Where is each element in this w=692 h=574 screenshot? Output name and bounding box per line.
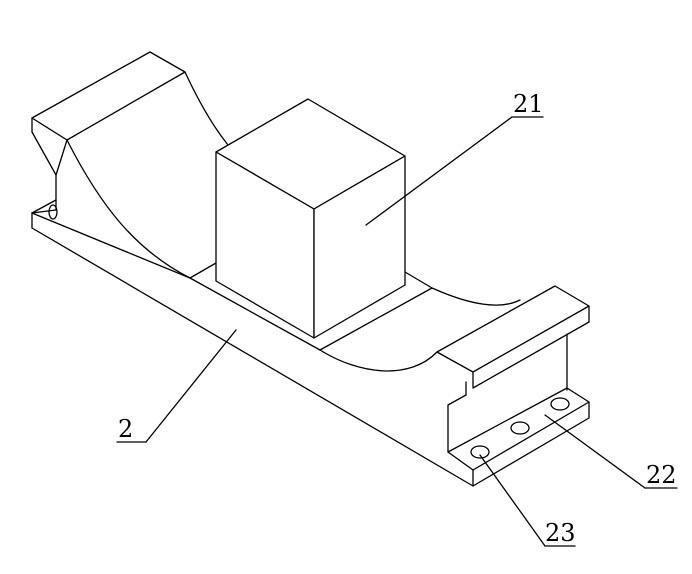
- label-21: 21: [513, 90, 544, 118]
- bracket-web-left: [447, 381, 467, 453]
- right-saddle-curve-front: [319, 349, 438, 372]
- left-end-front-edge: [55, 139, 68, 176]
- mounting-hole-2: [510, 421, 530, 435]
- block-right-face: [313, 155, 406, 339]
- bracket-top-thickness: [472, 305, 590, 389]
- channel-left-edge: [189, 262, 217, 279]
- left-foot-hole: [48, 204, 58, 220]
- leader-22: [544, 414, 646, 489]
- label-22: 22: [646, 461, 677, 489]
- mounting-hole-1: [470, 445, 490, 459]
- label-23: 23: [545, 519, 576, 547]
- label-2: 2: [118, 415, 133, 443]
- base-bottom-front-edge: [31, 212, 474, 487]
- left-saddle-curve-back: [184, 71, 229, 146]
- callouts: 21 2 22 23: [116, 90, 678, 547]
- support-base: [31, 51, 521, 487]
- left-end-side: [31, 117, 57, 214]
- leader-23: [479, 454, 546, 547]
- left-end-top: [31, 51, 186, 141]
- left-saddle-curve-front: [66, 139, 191, 279]
- right-saddle-curve-back: [431, 287, 521, 306]
- end-bracket: [436, 285, 590, 487]
- mounting-hole-3: [550, 397, 570, 411]
- base-left-foot-edge: [31, 199, 57, 214]
- leader-21: [365, 116, 513, 226]
- bracket-flange-thickness: [472, 401, 590, 487]
- leader-2: [145, 329, 237, 443]
- block: [215, 98, 406, 339]
